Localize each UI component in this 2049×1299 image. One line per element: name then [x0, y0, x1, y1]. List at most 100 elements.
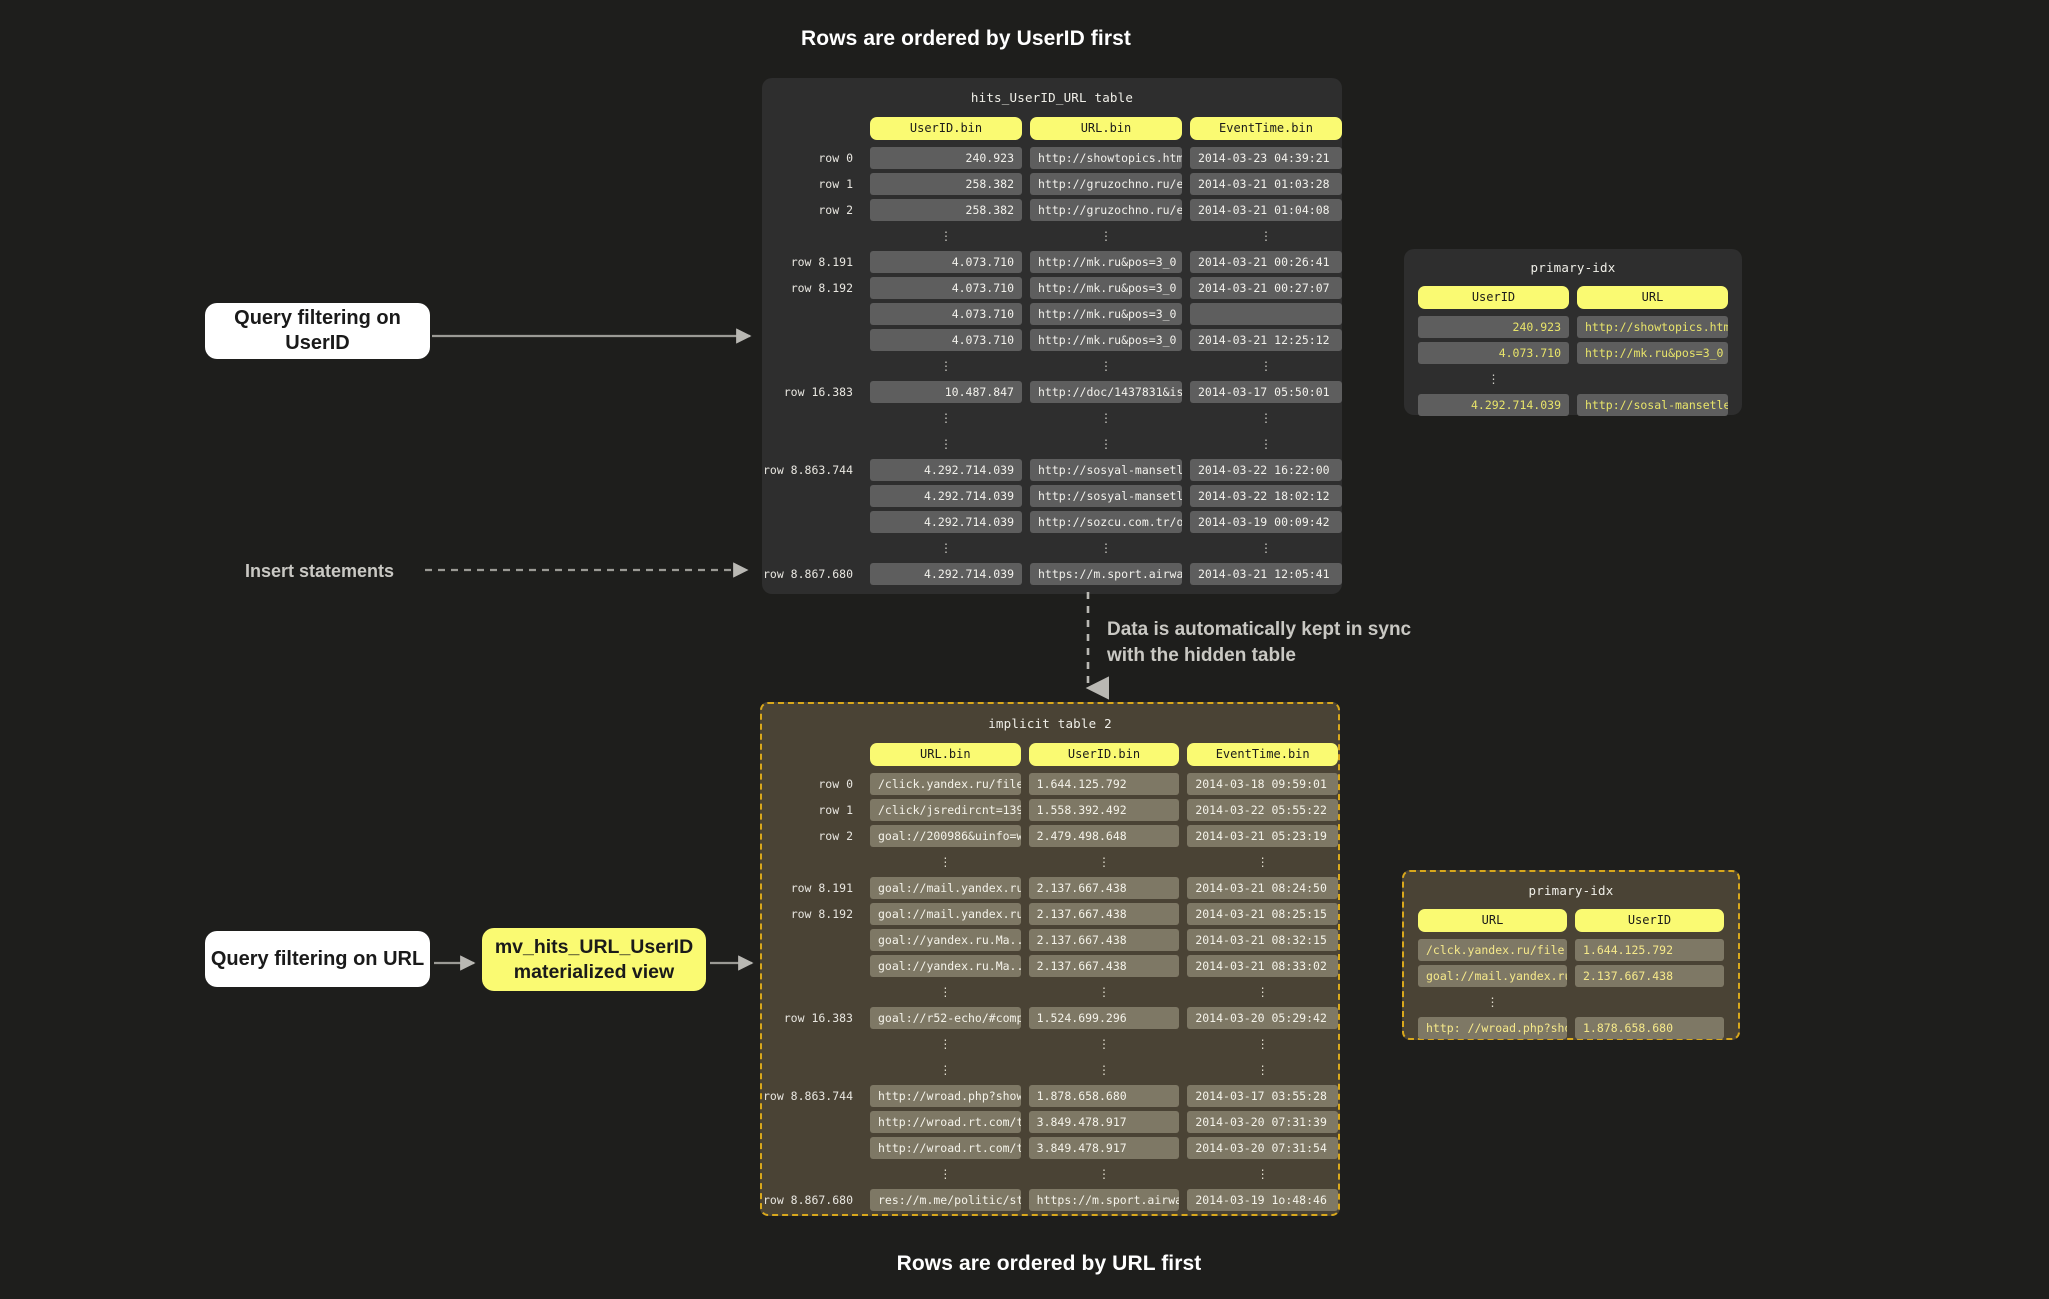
table-cell: 4.073.710 — [870, 329, 1022, 351]
table-cell: http://mk.ru&pos=3_0 — [1030, 251, 1182, 273]
table-cell: http://sosyal-mansetleri... — [1030, 485, 1182, 507]
column-header-2[interactable]: URL.bin — [1030, 117, 1182, 140]
table-cell: 2.137.667.438 — [1028, 955, 1180, 977]
column-header-1[interactable]: URL.bin — [870, 743, 1021, 766]
index-column-header-1[interactable]: UserID — [1418, 286, 1569, 309]
table-cell: 2014-03-22 16:22:00 — [1190, 459, 1342, 481]
table-cell: http://mk.ru&pos=3_0 — [1030, 303, 1182, 325]
callout-query-filtering-url[interactable]: Query filtering on URL — [205, 931, 430, 987]
index-row[interactable]: 4.292.714.039http://sosal-mansetleri... — [1404, 392, 1742, 418]
ellipsis-icon: ⋮ — [939, 855, 952, 869]
index-column-header-2[interactable]: URL — [1577, 286, 1728, 309]
table-cell: 2014-03-21 08:25:15 — [1187, 903, 1338, 925]
column-header-1[interactable]: UserID.bin — [870, 117, 1022, 140]
table-cell: 2.137.667.438 — [1028, 877, 1180, 899]
ellipsis-icon: ⋮ — [1260, 437, 1272, 451]
ellipsis-icon: ⋮ — [1100, 541, 1112, 555]
table-row[interactable]: 4.292.714.039http://sozcu.com.tr/oaut201… — [762, 509, 1342, 535]
column-header-2[interactable]: UserID.bin — [1028, 743, 1180, 766]
ellipsis-row: ⋮⋮⋮ — [762, 1161, 1338, 1187]
row-label: row 8.867.680 — [762, 1193, 853, 1207]
table-cell: 2.137.667.438 — [1028, 929, 1180, 951]
table-cell: /click/jsredircnt=1395412... — [870, 799, 1021, 821]
ellipsis-icon: ⋮ — [940, 541, 952, 555]
index-row[interactable]: goal://mail.yandex.ru/Ma...2.137.667.438 — [1404, 963, 1738, 989]
index-cell: 240.923 — [1418, 316, 1569, 338]
table-row[interactable]: http://wroad.rt.com/tr/...3.849.478.9172… — [762, 1135, 1338, 1161]
index-row[interactable]: 240.923http://showtopics.html%3... — [1404, 314, 1742, 340]
callout-materialized-view[interactable]: mv_hits_URL_UserID materialized view — [482, 928, 706, 991]
table-cell: 4.073.710 — [870, 303, 1022, 325]
table-cell: http://doc/1437831&is_mo... — [1030, 381, 1182, 403]
table-row[interactable]: row 8.192goal://mail.yandex.ru/Ma...2.13… — [762, 901, 1338, 927]
ellipsis-icon: ⋮ — [1260, 541, 1272, 555]
row-label: row 0 — [818, 777, 853, 791]
table-main-title: hits_UserID_URL table — [970, 90, 1134, 105]
index-cell: http: //wroad.php?show/7... — [1418, 1017, 1567, 1039]
table-cell: http://mk.ru&pos=3_0 — [1030, 277, 1182, 299]
table-cell: 2014-03-23 04:39:21 — [1190, 147, 1342, 169]
column-header-3[interactable]: EventTime.bin — [1190, 117, 1342, 140]
callout-query-filtering-userid[interactable]: Query filtering on UserID — [205, 303, 430, 359]
index-cell: http://mk.ru&pos=3_0 — [1577, 342, 1728, 364]
table-row[interactable]: row 0/click.yandex.ru/file.co ...1.644.1… — [762, 771, 1338, 797]
table-cell: 2014-03-21 12:25:12 — [1190, 329, 1342, 351]
table-row[interactable]: http://wroad.rt.com/tr/...3.849.478.9172… — [762, 1109, 1338, 1135]
index-ellipsis-row: ⋮ — [1404, 989, 1738, 1015]
table-row[interactable]: 4.292.714.039http://sosyal-mansetleri...… — [762, 483, 1342, 509]
table-header-row: URL.bin UserID.bin EventTime.bin — [762, 741, 1338, 768]
table-cell: res://m.me/politic/stati... — [870, 1189, 1021, 1211]
table-cell: 2014-03-21 05:23:19 — [1187, 825, 1338, 847]
row-label: row 8.867.680 — [762, 567, 853, 581]
caption-top: Rows are ordered by UserID first — [801, 27, 1131, 50]
index-row[interactable]: /clck.yandex.ru/file.com...1.644.125.792 — [1404, 937, 1738, 963]
index-column-header-2[interactable]: UserID — [1575, 909, 1724, 932]
table-row[interactable]: row 8.867.680 res://m.me/politic/stati...… — [762, 1187, 1338, 1213]
table-implicit-rows: URL.bin UserID.bin EventTime.bin row 0/clic… — [762, 741, 1338, 1213]
index-top-title: primary-idx — [1530, 260, 1616, 275]
row-label: row 1 — [818, 177, 853, 191]
table-row[interactable]: row 1258.382http://gruzochno.ru/ekat...2… — [762, 171, 1342, 197]
hits-userid-url-table-panel: hits_UserID_URL table UserID.bin URL.bin E… — [762, 78, 1342, 594]
table-cell: 4.292.714.039 — [870, 511, 1022, 533]
table-row[interactable]: row 16.383goal://r52-echo/#compose...1.5… — [762, 1005, 1338, 1031]
column-header-3[interactable]: EventTime.bin — [1187, 743, 1338, 766]
table-row[interactable]: row 8.863.744http://wroad.php?show/7...1… — [762, 1083, 1338, 1109]
table-cell: goal://mail.yandex.ru/Ma... — [870, 877, 1021, 899]
table-row[interactable]: row 2goal://200986&uinfo=wn-1...2.479.49… — [762, 823, 1338, 849]
table-cell: 2.137.667.438 — [1028, 903, 1180, 925]
index-bottom-rows: URL UserID/clck.yandex.ru/file.com...1.64… — [1404, 907, 1738, 1041]
ellipsis-icon: ⋮ — [1260, 229, 1272, 243]
ellipsis-icon: ⋮ — [1100, 359, 1112, 373]
index-column-header-1[interactable]: URL — [1418, 909, 1567, 932]
table-row[interactable]: row 8.191goal://mail.yandex.ru/Ma...2.13… — [762, 875, 1338, 901]
materialized-view-label: mv_hits_URL_UserID materialized view — [494, 936, 694, 983]
table-cell: 2014-03-20 05:29:42 — [1187, 1007, 1338, 1029]
table-cell: 10.487.847 — [870, 381, 1022, 403]
table-cell: 2014-03-22 18:02:12 — [1190, 485, 1342, 507]
table-cell: 4.292.714.039 — [870, 563, 1022, 585]
ellipsis-icon: ⋮ — [940, 229, 952, 243]
table-row[interactable]: 4.073.710 http://mk.ru&pos=3_0 — [762, 301, 1342, 327]
index-cell: 4.292.714.039 — [1418, 394, 1569, 416]
table-cell: 240.923 — [870, 147, 1022, 169]
index-ellipsis-row: ⋮ — [1404, 366, 1742, 392]
row-label: row 8.191 — [790, 255, 853, 269]
table-row[interactable]: row 1/click/jsredircnt=1395412...1.558.3… — [762, 797, 1338, 823]
index-row[interactable]: http: //wroad.php?show/7...1.878.658.680 — [1404, 1015, 1738, 1041]
ellipsis-icon: ⋮ — [1097, 1063, 1110, 1077]
row-label: row 8.863.744 — [762, 1089, 853, 1103]
table-row[interactable]: row 2258.382http://gruzochno.ru/ekat...2… — [762, 197, 1342, 223]
table-row[interactable]: row 0240.923http://showtopics.html%3...2… — [762, 145, 1342, 171]
